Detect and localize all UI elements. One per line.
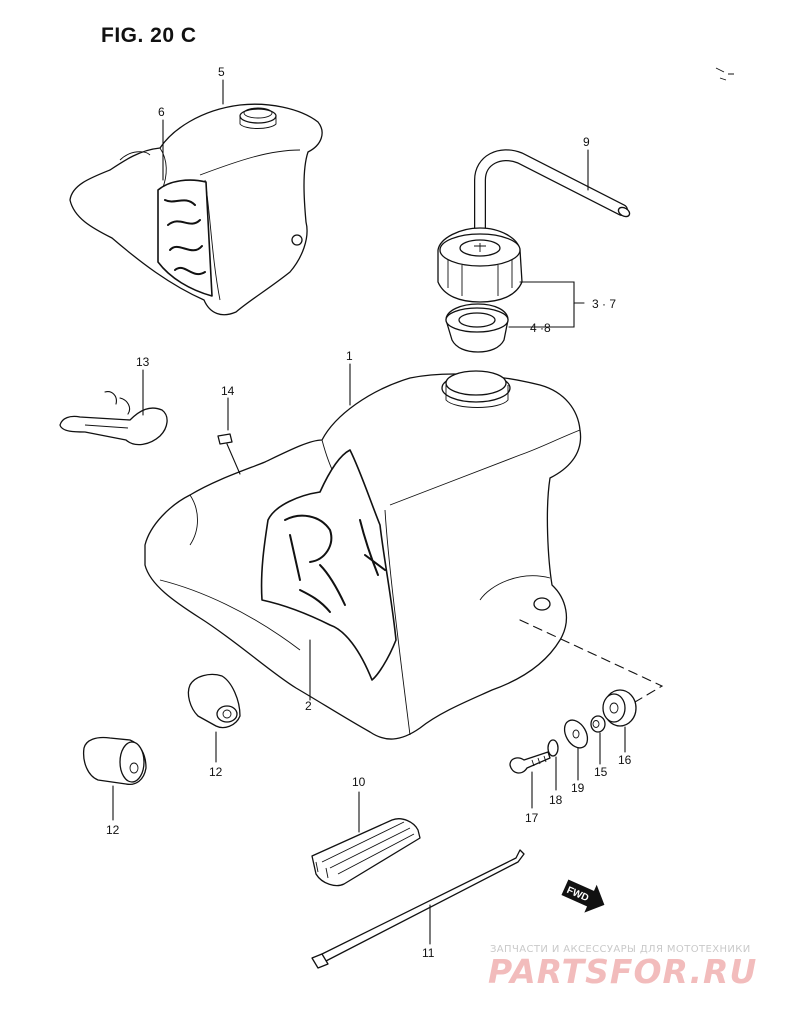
bolt: [509, 751, 551, 774]
callout-15: 15: [594, 765, 608, 779]
cushion-upper: [187, 673, 241, 729]
washer-large: [563, 719, 589, 749]
callout-10: 10: [352, 775, 366, 789]
callout-1: 1: [346, 349, 353, 363]
leader-4-8: [508, 302, 575, 328]
callout-9: 9: [583, 135, 590, 149]
grommet: [602, 689, 637, 727]
callout-13: 13: [136, 355, 150, 369]
callout-4-8: 4 ·8: [530, 321, 551, 335]
callout-19: 19: [571, 781, 585, 795]
callout-11: 11: [422, 946, 435, 960]
fuel-tank-small: [69, 103, 323, 316]
cap-gasket: [445, 303, 509, 353]
mount-line: [519, 619, 664, 725]
figure-title: FIG. 20 C: [101, 24, 197, 47]
callout-12-upper: 12: [209, 765, 223, 779]
callout-5: 5: [218, 65, 225, 79]
fuel-cock-bracket: [59, 391, 168, 446]
lock-washer: [547, 739, 559, 757]
breather-hose: [474, 149, 631, 238]
pad: [311, 818, 421, 887]
cable-tie: [311, 849, 525, 969]
callout-18: 18: [549, 793, 563, 807]
callout-6: 6: [158, 105, 165, 119]
callout-14: 14: [221, 384, 235, 398]
callout-17: 17: [525, 811, 539, 825]
cushion-lower: [82, 736, 147, 786]
watermark-subtitle: ЗАПЧАСТИ И АКСЕССУАРЫ ДЛЯ МОТОТЕХНИКИ: [490, 944, 751, 955]
callout-12-lower: 12: [106, 823, 120, 837]
leader-3-7: [519, 281, 585, 304]
scan-artifact: [715, 67, 734, 81]
callout-2: 2: [305, 699, 312, 713]
fuel-cap: [437, 227, 523, 303]
callout-3-7: 3 · 7: [592, 297, 616, 311]
collar: [590, 715, 606, 733]
fuel-tank-main: [144, 370, 582, 740]
watermark-logo: PARTSFOR.RU: [488, 952, 758, 991]
callout-16: 16: [618, 753, 632, 767]
screw: [217, 433, 241, 475]
fwd-arrow-icon: FWD: [561, 879, 605, 913]
